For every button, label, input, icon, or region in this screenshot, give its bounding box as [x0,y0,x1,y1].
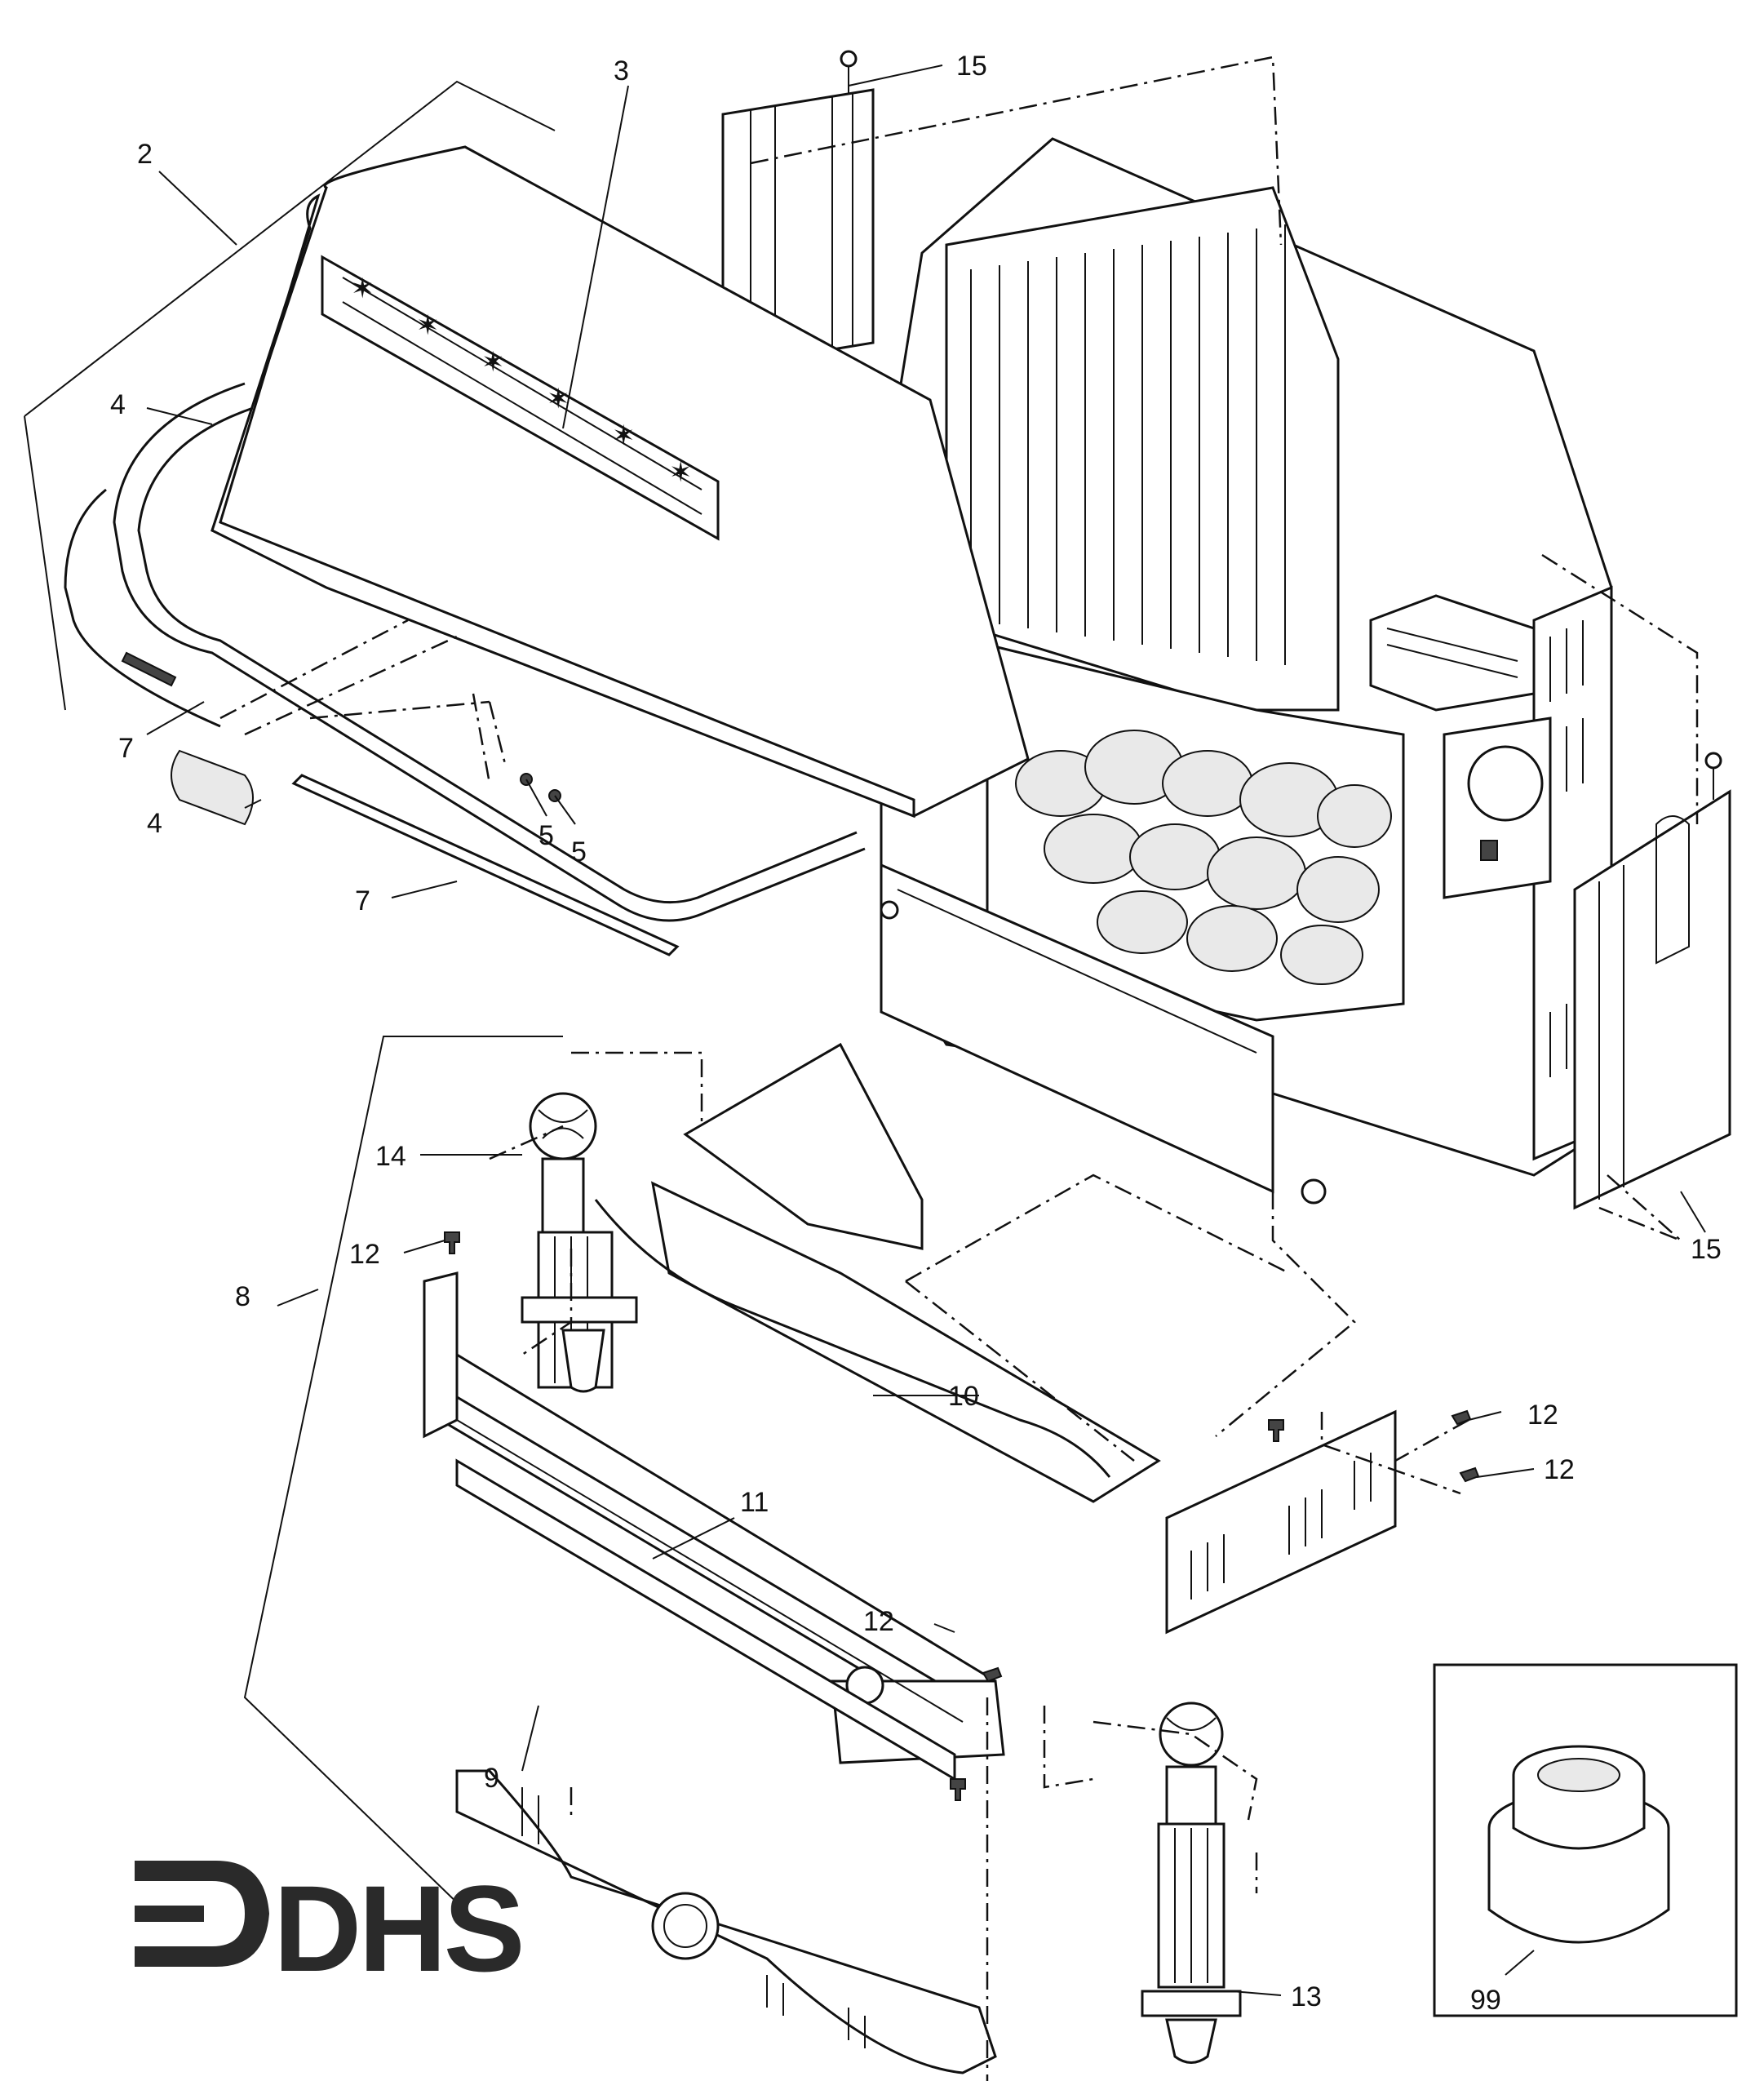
coal-effect-fuel-bed [1015,730,1392,985]
callout-12-left: 12 [349,1239,380,1270]
dhs-logo: DHS [135,1860,525,1997]
svg-text:✶: ✶ [481,347,505,378]
callout-7-bottom: 7 [355,885,370,916]
callout-5b: 5 [571,836,587,867]
screws-12 [444,1231,1480,1801]
callout-10: 10 [948,1381,979,1412]
part-99-inset [1433,1663,1738,2017]
callout-12-center: 12 [863,1606,894,1637]
fender-vents [521,1787,866,2048]
heater-body [880,137,1613,1205]
callout-3: 3 [614,55,629,87]
logo-text: DHS [273,1860,522,1997]
part-8-fender [423,1271,1005,1764]
callout-8: 8 [235,1281,250,1312]
callout-15-right: 15 [1691,1234,1722,1265]
right-vented-end-panel [1165,1409,1397,1635]
svg-text:✶: ✶ [416,310,440,341]
callout-13: 13 [1291,1981,1322,2012]
callout-4-bottom: 4 [147,808,162,839]
callout-12-right-bottom: 12 [1544,1454,1575,1485]
part-3-grille-strip: ✶ ✶ ✶ ✶ ✶ ✶ [321,255,720,541]
svg-text:✶: ✶ [669,457,693,488]
callout-12-right-top: 12 [1527,1400,1558,1431]
part-15-side-panel [1573,752,1731,1210]
part-4-end-cap [171,749,254,826]
callout-99: 99 [1470,1985,1501,2016]
svg-text:✶: ✶ [612,420,636,451]
callout-2: 2 [137,139,153,170]
part-2-canopy: ✶ ✶ ✶ ✶ ✶ ✶ [211,145,1030,819]
svg-text:✶: ✶ [351,273,375,304]
callout-9: 9 [484,1763,499,1794]
part-13-column [1141,1702,1242,2064]
part-9-fender-front [455,1769,997,2074]
callout-5a: 5 [539,820,554,851]
part-14-column [521,1092,638,1393]
callout-14: 14 [375,1141,406,1172]
assembly-lines [219,55,1699,2081]
dhs-arrow-logo [135,1861,269,1967]
callout-11: 11 [740,1487,769,1518]
part-5-clips [520,773,561,802]
part-10-hearth-tray [594,1042,1161,1503]
callout-7-left: 7 [118,733,134,764]
part-4-trim-frame [113,382,866,922]
callout-4-top: 4 [110,389,126,420]
heat-exchanger-fins [970,224,1286,665]
callout-15-top: 15 [956,51,987,82]
part-7-lower-trim [64,488,680,956]
leader-lines [24,64,1706,1996]
